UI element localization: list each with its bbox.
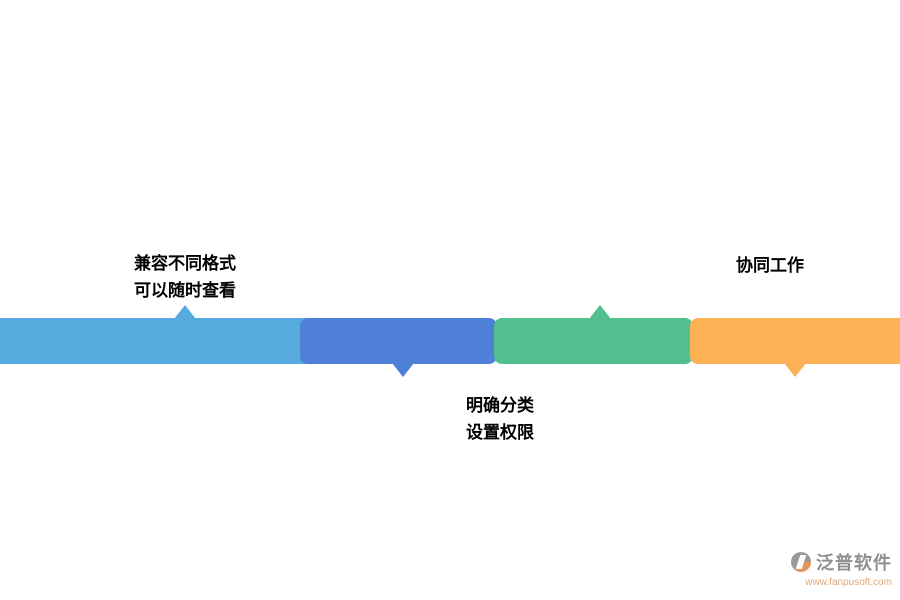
pointer-down-blue-icon [392, 363, 414, 377]
label-line: 设置权限 [466, 423, 534, 443]
fanpu-logo-icon [791, 552, 811, 572]
pointer-up-light-blue-icon [174, 305, 196, 319]
timeline-bar [0, 318, 900, 364]
label-collaboration: 协同工作 [695, 252, 845, 279]
watermark-url-text: www.fanpusoft.com [805, 577, 892, 588]
watermark: 泛普软件 www.fanpusoft.com [791, 549, 892, 588]
segment-light-blue [0, 318, 308, 364]
label-line: 兼容不同格式 [134, 254, 236, 273]
label-format-compatibility: 兼容不同格式 可以随时查看 [100, 250, 270, 304]
label-line: 协同工作 [736, 256, 804, 275]
label-line: 明确分类 [466, 396, 534, 415]
segment-green [494, 318, 693, 364]
pointer-down-orange-icon [784, 363, 806, 377]
watermark-brand-row: 泛普软件 [791, 549, 892, 575]
segment-orange [690, 318, 900, 364]
watermark-brand-text: 泛普软件 [816, 553, 892, 573]
pointer-up-green-icon [589, 305, 611, 319]
label-line: 可以随时查看 [134, 281, 236, 301]
label-classification-permissions: 明确分类 设置权限 [425, 392, 575, 446]
segment-blue [300, 318, 497, 364]
